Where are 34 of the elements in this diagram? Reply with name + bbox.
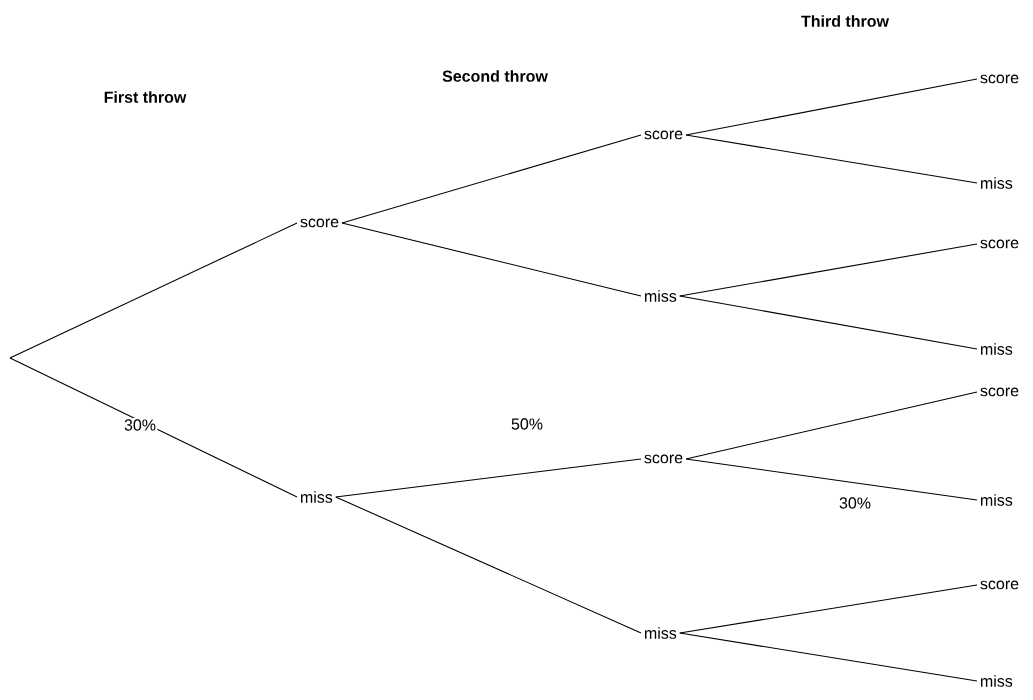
branch-line bbox=[679, 295, 978, 350]
outcome-label: score bbox=[980, 239, 1019, 249]
outcome-label: miss bbox=[981, 177, 1013, 189]
branch-line bbox=[341, 222, 642, 297]
column-heading: Second throw bbox=[442, 70, 548, 82]
outcome-label: score bbox=[644, 130, 683, 140]
outcome-label: miss bbox=[981, 675, 1013, 687]
branch-line bbox=[685, 391, 978, 460]
probability-label: 50% bbox=[509, 417, 545, 431]
branch-line bbox=[679, 584, 978, 634]
outcome-label: score bbox=[980, 387, 1019, 397]
branch-line bbox=[679, 632, 978, 682]
outcome-label: miss bbox=[301, 491, 333, 503]
outcome-label: miss bbox=[645, 290, 677, 302]
branch-line bbox=[335, 458, 642, 498]
outcome-label: score bbox=[980, 580, 1019, 590]
column-heading: First throw bbox=[104, 91, 187, 103]
branch-line bbox=[679, 243, 978, 297]
probability-label: 30% bbox=[837, 496, 873, 510]
outcome-label: score bbox=[644, 454, 683, 464]
outcome-label: score bbox=[300, 218, 339, 228]
outcome-label: score bbox=[980, 74, 1019, 84]
branch-line bbox=[341, 134, 642, 224]
branch-line bbox=[9, 357, 298, 498]
outcome-label: miss bbox=[981, 494, 1013, 506]
branch-line bbox=[685, 134, 978, 184]
column-heading: Third throw bbox=[801, 15, 890, 27]
branch-line bbox=[9, 222, 298, 359]
branch-line bbox=[335, 496, 642, 634]
outcome-label: miss bbox=[981, 343, 1013, 355]
branch-line bbox=[685, 458, 978, 501]
outcome-label: miss bbox=[645, 627, 677, 639]
probability-label: 30% bbox=[122, 418, 158, 432]
branch-line bbox=[685, 78, 978, 136]
